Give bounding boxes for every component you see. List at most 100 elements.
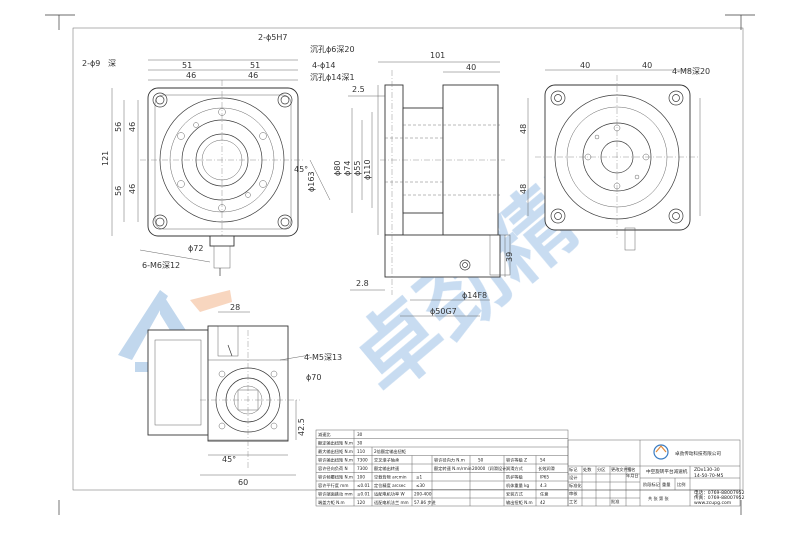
right-dim-1: 40 [580,61,590,70]
spec-r6c1: ≤0.01 [357,483,370,488]
spec-r6c2: 定位精度 arcsec [374,482,406,489]
tb-label-zone: 分区 [597,466,605,473]
side-dim-5: ϕ55 [353,161,362,176]
spec-r5c3: ≤1 [416,475,423,480]
fax-number: 传真：0769-88007952 [694,494,745,501]
spec-r3c6: 容许等级 Z [506,457,527,464]
spec-r5c1: 100 [357,475,365,480]
bottom-dim-6: 60 [238,478,248,487]
front-dim-16: ϕ163 [307,171,316,192]
tb-label-sign: 签名 [627,466,635,473]
tb-label-sheets: 共 张 第 张 [648,495,670,502]
front-view: 2-ϕ5H7 沉孔ϕ6深20 2-ϕ9 深 51 51 46 46 4-ϕ14 … [82,33,355,276]
spec-r3c5: 50 [478,458,484,463]
drawing-frame [45,14,755,515]
spec-r8c7: 42 [540,500,546,505]
tb-label-design: 设计 [569,474,577,481]
front-dim-18: 6-M6深12 [142,261,180,270]
side-dim-9: 2.8 [356,279,369,288]
spec-r7c0: 容许端面跳动 mm [318,491,353,498]
spec-r8c3: 57.86 步进 [414,499,437,506]
spec-r6c0: 容许平行度 mm [318,482,348,489]
front-dim-3: 2-ϕ9 [82,59,100,68]
side-dim-11: ϕ50G7 [430,307,457,316]
side-dim-4: ϕ74 [343,161,352,176]
spec-r3c7: 54 [540,458,546,463]
spec-r4c2: 额定输出转速 [374,465,400,472]
spec-r7c3: 200-400 [414,492,432,497]
side-dim-7: ϕ80 [333,161,342,176]
spec-r7c1: ≤0.01 [357,492,370,497]
front-dim-8: 46 [248,71,258,80]
spec-r3c1: 7300 [357,458,368,463]
spec-r2c2: 2倍额定输出扭矩 [374,448,406,455]
spec-r8c0: 端盖力矩 N.m [318,499,345,506]
bottom-dim-2: 4-M5深13 [304,353,342,362]
side-dim-2: 40 [466,63,476,72]
right-dim-3: 4-M8深20 [672,67,710,76]
tb-label-approve: 批准 [611,498,619,505]
website: www.zcupg.com [694,501,732,506]
tb-label-review: 审核 [569,490,578,497]
spec-r6c3: ≤30 [416,483,425,488]
right-view: 40 40 4-M8深20 48 48 [519,61,710,251]
spec-r4c0: 容许径向负荷 N [318,465,348,472]
front-dim-4: 深 [108,59,116,68]
tb-label-stage: 阶段标记 [643,481,661,488]
tb-label-standard: 标准化 [569,482,582,489]
tb-label-count: 处数 [583,466,592,473]
spec-r8c6: 输出扭矩 N.m [506,499,533,506]
spec-r5c0: 容许倾覆扭矩 N.m [318,474,353,481]
spec-r3c2: 交叉滚子轴承 [374,457,400,464]
spec-r4c7: 长效润滑 [538,465,555,472]
front-dim-15: 121 [101,151,110,166]
tb-label-change: 更改文件号 [611,466,632,473]
product-name: 中空旋转平台减速机 [646,468,688,475]
spec-r2c1: 110 [357,449,365,454]
front-dim-13: 46 [128,122,137,132]
spec-r2c0: 最大输出扭矩 N.m [318,448,353,455]
front-dim-11: 56 [114,122,123,132]
phone-number: 电话：0769-88007952 [694,489,745,496]
front-dim-6: 51 [250,61,260,70]
spec-r7c7: 任意 [540,491,548,498]
front-dim-12: 56 [114,186,123,196]
bottom-view: 28 4-M5深13 ϕ70 42.5 45° 60 [147,303,342,487]
front-dim-7: 46 [186,71,196,80]
side-dim-8: 39 [505,252,514,262]
spec-r0c0: 减速比 [318,431,331,438]
company-logo [653,444,669,460]
spec-r7c6: 安装方式 [506,491,524,498]
bottom-dim-4: 42.5 [297,418,306,436]
side-dim-6: ϕ110 [363,159,372,180]
spec-r8c2: 适配电机法兰 mm [374,499,409,506]
right-dim-5: 48 [519,184,528,194]
spec-r5c6: 防护等级 [506,474,524,481]
front-dim-10: 沉孔ϕ14深1 [310,73,355,82]
front-dim-5: 51 [182,61,192,70]
spec-r5c7: IP65 [540,475,549,480]
bottom-dim-3: ϕ70 [306,373,321,382]
spec-r1c0: 额定输出扭矩 N.m [318,440,353,447]
tb-label-process: 工艺 [569,499,577,504]
company-name: 卓劲传动科技有限公司 [675,450,721,457]
front-dim-1: 2-ϕ5H7 [258,33,287,42]
side-view: 101 40 2.5 ϕ74 ϕ55 ϕ110 ϕ80 39 2.8 ϕ14F8… [333,51,514,317]
side-dim-3: 2.5 [352,85,365,94]
spec-r0c1: 30 [357,432,363,437]
tb-label-date: 年月日 [626,472,639,479]
spec-r3c4: 容许径向力 N.m [434,457,465,464]
bottom-dim-1: 28 [230,303,240,312]
spec-r5c2: 空载背隙 arcmin [374,474,407,481]
spec-r3c0: 容许输出扭矩 N.m [318,457,353,464]
bottom-dim-5: 45° [222,455,236,464]
side-dim-1: 101 [430,51,445,60]
side-dim-10: ϕ14F8 [462,291,487,300]
spec-r1c1: 30 [357,441,363,446]
spec-r4c6: 润滑方式 [506,465,524,472]
front-dim-17: ϕ72 [188,244,203,253]
front-dim-19: 45° [294,165,308,174]
front-dim-9: 4-ϕ14 [312,61,335,70]
right-dim-4: 48 [519,124,528,134]
